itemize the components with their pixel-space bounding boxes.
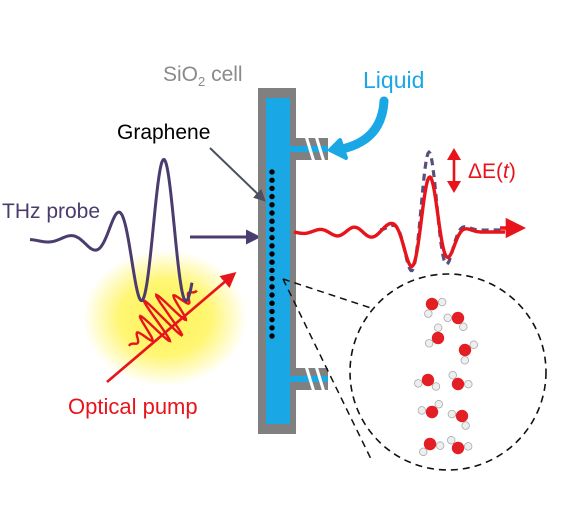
zoom-line-bottom <box>282 278 372 460</box>
liquid-arrow-head <box>328 138 348 160</box>
thz-probe-wave <box>29 157 194 303</box>
water-molecule <box>458 340 479 365</box>
pump-glow <box>83 250 247 386</box>
graphene-dot <box>269 210 275 216</box>
curved-arrow-icon <box>341 96 389 153</box>
graphene-dot <box>269 284 275 290</box>
sio2-cell <box>258 88 328 434</box>
graphene-dot <box>269 185 275 192</box>
graphene-dot <box>269 193 275 200</box>
graphene-dot <box>269 234 275 241</box>
inlet-break-marks <box>304 135 326 163</box>
water-molecules <box>414 297 479 456</box>
graphene-dot <box>269 267 275 274</box>
arrow-icon <box>209 147 266 202</box>
cell-label: SiO2 cell <box>163 63 243 89</box>
graphene-label: Graphene <box>117 121 210 144</box>
graphene-dot <box>269 333 275 339</box>
graphene-dot <box>269 292 275 298</box>
water-molecule <box>424 297 447 318</box>
thz-probe-label: THz probe <box>2 200 100 223</box>
outlet-tube-bottom-wall <box>290 382 328 390</box>
inlet-tube-bottom-wall <box>290 152 328 160</box>
graphene-dot <box>269 169 275 175</box>
water-molecule <box>447 409 470 430</box>
water-molecule <box>414 373 441 391</box>
graphene-dot <box>269 275 275 282</box>
graphene-layer <box>269 169 275 339</box>
graphene-dot <box>269 218 275 224</box>
outlet-break-marks <box>304 365 326 393</box>
graphene-dot <box>269 226 275 233</box>
graphene-dot <box>269 243 275 249</box>
graphene-dot <box>269 251 275 257</box>
optical-pump-label: Optical pump <box>68 394 198 419</box>
liquid-label: Liquid <box>363 67 424 93</box>
graphene-dot <box>269 316 275 323</box>
graphene-dot <box>269 259 275 265</box>
pump-direction-arrow <box>106 271 237 383</box>
graphene-dot <box>269 300 275 306</box>
graphene-dot <box>269 325 275 331</box>
water-molecule <box>447 436 473 455</box>
water-molecule <box>443 311 468 332</box>
water-molecule <box>419 437 445 456</box>
magnifier-circle <box>349 273 547 471</box>
water-molecule <box>417 400 443 419</box>
water-molecule <box>448 370 473 391</box>
pump-pulse-wave <box>128 289 198 347</box>
zoom-line-top <box>282 278 381 312</box>
optical-pump-pulse <box>83 250 247 386</box>
water-molecule <box>424 323 445 348</box>
double-arrow-icon <box>447 148 461 193</box>
graphene-dot <box>269 177 275 183</box>
delta-e-label: ΔE(t) <box>468 160 516 183</box>
graphene-dot <box>269 202 275 208</box>
reference-wave-dashed <box>379 149 515 273</box>
graphene-dot <box>269 308 275 315</box>
transmitted-wave <box>293 175 506 269</box>
